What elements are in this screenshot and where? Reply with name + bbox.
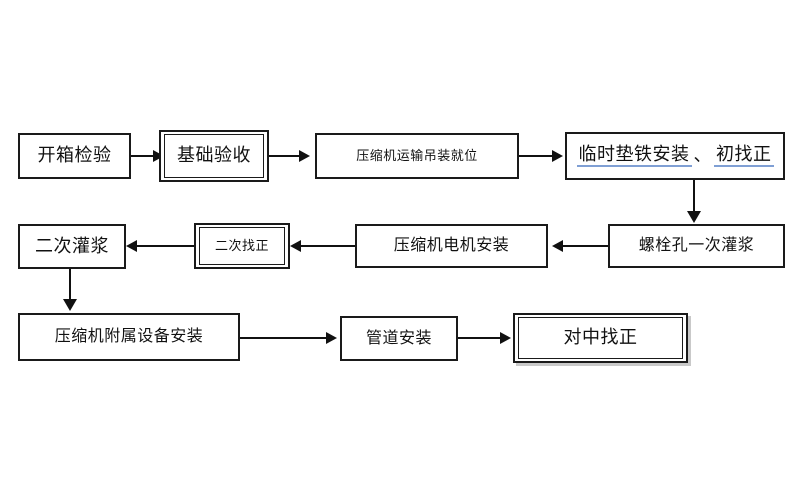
connector-n1-n2 — [131, 155, 155, 157]
node-label-part-1: 临时垫铁安装 — [576, 144, 692, 167]
connector-n4-n5 — [693, 180, 695, 213]
node-compressor-auxiliary-equipment-installation[interactable]: 压缩机附属设备安装 — [18, 313, 240, 361]
node-label: 二次灌浆 — [35, 235, 109, 256]
node-foundation-acceptance[interactable]: 基础验收 — [159, 130, 269, 182]
node-label: 压缩机运输吊装就位 — [356, 147, 478, 163]
node-inner-frame: 二次找正 — [199, 227, 285, 265]
node-inner-frame: 基础验收 — [164, 134, 264, 178]
node-label-part-2: 初找正 — [714, 144, 774, 167]
connector-n8-n9 — [69, 269, 71, 301]
node-unpacking-inspection[interactable]: 开箱检验 — [18, 133, 131, 179]
arrowhead-n3-n4 — [552, 150, 563, 162]
arrowhead-n4-n5 — [687, 211, 701, 223]
arrowhead-n1-n2 — [153, 150, 164, 162]
node-inner-frame: 对中找正 — [518, 317, 683, 359]
node-temp-shim-install-initial-alignment[interactable]: 临时垫铁安装、初找正 — [565, 132, 785, 180]
arrowhead-n5-n6 — [552, 240, 563, 252]
arrowhead-n8-n9 — [63, 299, 77, 311]
connector-n9-n10 — [240, 337, 328, 339]
node-label: 二次找正 — [214, 237, 269, 253]
arrowhead-n9-n10 — [326, 332, 337, 344]
node-secondary-grouting[interactable]: 二次灌浆 — [18, 224, 126, 269]
node-label: 螺栓孔一次灌浆 — [638, 237, 755, 255]
arrowhead-n6-n7 — [290, 240, 301, 252]
connector-n10-n11 — [458, 337, 502, 339]
node-label: 开箱检验 — [37, 145, 112, 166]
node-bolt-hole-primary-grouting[interactable]: 螺栓孔一次灌浆 — [608, 224, 785, 268]
connector-n5-n6 — [562, 245, 608, 247]
connector-n2-n3 — [269, 155, 301, 157]
connector-n7-n8 — [136, 245, 194, 247]
node-label-separator: 、 — [693, 145, 712, 166]
node-compressor-motor-installation[interactable]: 压缩机电机安装 — [355, 224, 548, 268]
connector-n6-n7 — [300, 245, 355, 247]
arrowhead-n10-n11 — [500, 332, 511, 344]
node-label: 对中找正 — [563, 327, 638, 348]
node-piping-installation[interactable]: 管道安装 — [340, 316, 458, 361]
node-centering-alignment[interactable]: 对中找正 — [513, 313, 688, 363]
node-compressor-transport-lifting[interactable]: 压缩机运输吊装就位 — [315, 133, 519, 179]
arrowhead-n2-n3 — [299, 150, 310, 162]
node-label: 基础验收 — [177, 145, 251, 166]
node-secondary-alignment[interactable]: 二次找正 — [194, 223, 290, 269]
connector-n3-n4 — [519, 155, 555, 157]
node-label: 管道安装 — [365, 329, 432, 347]
node-label: 压缩机电机安装 — [393, 237, 510, 255]
node-label: 压缩机附属设备安装 — [54, 328, 204, 346]
arrowhead-n7-n8 — [126, 240, 137, 252]
